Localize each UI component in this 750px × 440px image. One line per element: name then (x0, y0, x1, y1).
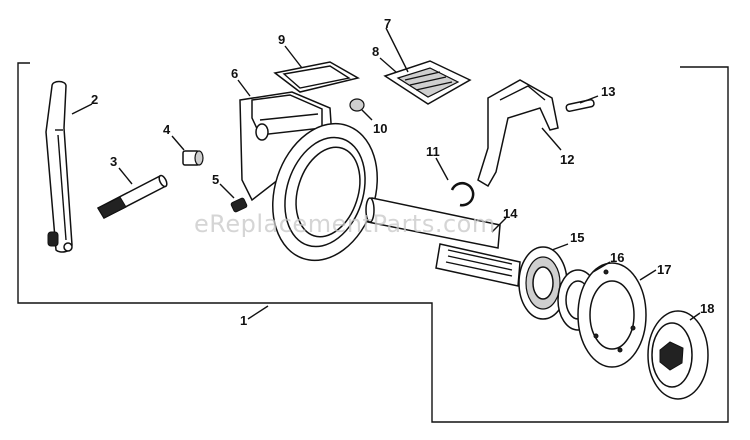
watermark-text: eReplacementParts.com (194, 210, 496, 238)
part-snap-ring (450, 181, 475, 207)
part-set-screw (230, 197, 248, 213)
part-handle (45, 80, 73, 253)
part-gasket (273, 61, 361, 93)
part-flange-plate (577, 262, 647, 368)
callout-9: 9 (278, 32, 285, 47)
callout-8: 8 (372, 44, 379, 59)
part-yoke (477, 79, 559, 188)
part-bearing (518, 246, 568, 320)
callout-12: 12 (560, 152, 574, 167)
callout-3: 3 (110, 154, 117, 169)
part-threaded-bolt (96, 174, 168, 219)
callout-17: 17 (657, 262, 671, 277)
part-cover-plate (383, 60, 472, 105)
part-drive-shaft (365, 197, 521, 287)
leader-lines (71, 27, 701, 321)
callout-11: 11 (426, 144, 440, 159)
part-bushing (182, 150, 204, 166)
callout-10: 10 (373, 121, 387, 136)
callout-5: 5 (212, 172, 219, 187)
callout-14: 14 (503, 206, 518, 221)
callout-2: 2 (91, 92, 98, 107)
callout-6: 6 (231, 66, 238, 81)
callout-7: 7 (384, 16, 391, 31)
callout-18: 18 (700, 301, 714, 316)
callout-13: 13 (601, 84, 615, 99)
part-pin (565, 98, 595, 113)
part-drive-gear (647, 310, 709, 400)
assembly-outline (17, 62, 729, 423)
callout-4: 4 (163, 122, 171, 137)
callout-1: 1 (240, 313, 247, 328)
callout-15: 15 (570, 230, 584, 245)
part-gear-housing (239, 91, 378, 262)
part-plug (349, 98, 365, 112)
callout-16: 16 (610, 250, 624, 265)
callout-labels: 1 2 3 4 5 6 7 8 9 10 11 12 13 14 15 16 1… (91, 16, 714, 328)
